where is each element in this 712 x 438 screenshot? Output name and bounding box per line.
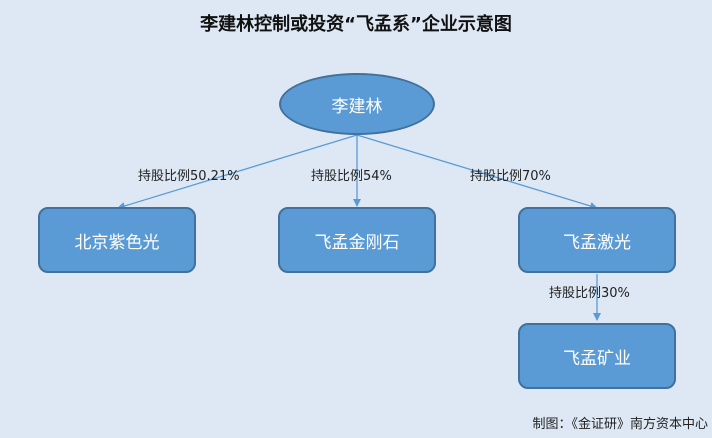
- node-beijing-zise: 北京紫色光: [38, 207, 196, 273]
- node-feimeng-kuangye: 飞孟矿业: [518, 323, 676, 389]
- node-feimeng-jiguang: 飞孟激光: [518, 207, 676, 273]
- edge-to-beijing-zise: [117, 134, 358, 210]
- edge-label-feimeng-jingangshi: 持股比例54%: [311, 169, 392, 184]
- node-beijing-zise-label: 北京紫色光: [74, 232, 160, 253]
- edge-label-feimeng-kuangye: 持股比例30%: [549, 286, 630, 301]
- edge-to-feimeng-jiguang: [356, 134, 598, 210]
- node-feimeng-jingangshi: 飞孟金刚石: [278, 207, 436, 273]
- root-node-label: 李建林: [331, 96, 383, 117]
- diagram-title: 李建林控制或投资“飞孟系”企业示意图: [200, 14, 512, 35]
- root-node: 李建林: [279, 73, 435, 135]
- footer-credit: 制图：《金证研》南方资本中心: [532, 417, 708, 432]
- node-feimeng-jingangshi-label: 飞孟金刚石: [314, 232, 400, 253]
- edge-label-feimeng-jiguang: 持股比例70%: [470, 169, 551, 184]
- node-feimeng-jiguang-label: 飞孟激光: [563, 232, 631, 253]
- edge-label-beijing-zise: 持股比例50.21%: [138, 169, 240, 184]
- node-feimeng-kuangye-label: 飞孟矿业: [563, 348, 631, 369]
